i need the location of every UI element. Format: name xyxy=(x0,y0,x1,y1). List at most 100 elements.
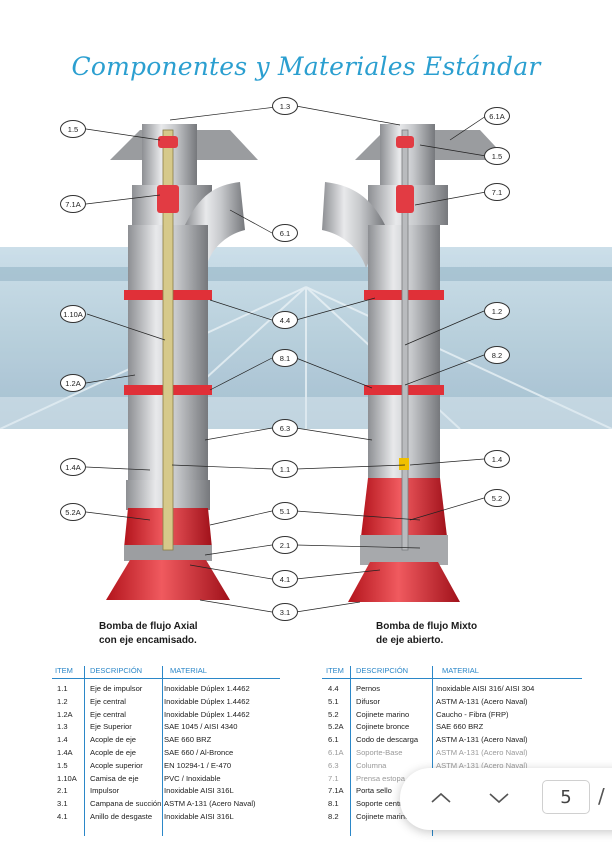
cell-desc: Eje de impulsor xyxy=(90,684,143,693)
callout-4-1: 4.1 xyxy=(272,570,298,588)
cell-item: 6.1 xyxy=(328,735,339,745)
previous-page-button[interactable] xyxy=(428,788,454,808)
cell-material: PVC / Inoxidable xyxy=(164,773,221,783)
cell-material: Inoxidable Dúplex 1.4462 xyxy=(164,696,250,706)
cell-material: ASTM A-131 (Acero Naval) xyxy=(436,760,528,770)
page-number-input[interactable]: 5 xyxy=(542,780,590,814)
header-description: DESCRIPCIÓN xyxy=(90,666,143,675)
page-separator: / xyxy=(598,784,605,808)
chevron-down-icon xyxy=(489,793,509,804)
background-photo-band xyxy=(0,247,612,429)
cell-desc: Cojinete bronce xyxy=(356,722,410,732)
cell-material: ASTM A-131 (Acero Naval) xyxy=(436,735,528,745)
cell-item: 1.5 xyxy=(57,760,68,770)
cell-desc: Columna xyxy=(356,760,387,770)
caption-axial-pump: Bomba de flujo Axial con eje encamisado. xyxy=(99,620,198,648)
table-row: 7.1 Prensa estopa xyxy=(322,774,612,786)
header-item: ITEM xyxy=(55,666,73,675)
cell-item: 6.3 xyxy=(328,760,339,770)
cell-desc: Difusor xyxy=(356,696,381,706)
cell-desc: Acople de eje xyxy=(90,735,137,745)
table-row: 1.10A Camisa de eje PVC / Inoxidable xyxy=(52,774,352,786)
header-description: DESCRIPCIÓN xyxy=(356,666,409,675)
callout-7-1a: 7.1A xyxy=(60,195,86,213)
callout-1-3: 1.3 xyxy=(272,97,298,115)
page-navigation: 5 / xyxy=(400,768,612,830)
callout-1-4: 1.4 xyxy=(484,450,510,468)
cell-desc: Soporte centr... xyxy=(356,799,408,809)
cell-item: 1.4A xyxy=(57,748,73,757)
cell-material: SAE 660 BRZ xyxy=(164,735,212,745)
table-row: 2.1 Impulsor Inoxidable AISI 316L xyxy=(52,786,352,798)
page-title: Componentes y Materiales Estándar xyxy=(71,52,541,81)
callout-1-2: 1.2 xyxy=(484,302,510,320)
callout-6-1: 6.1 xyxy=(272,224,298,242)
cell-desc: Acople de eje xyxy=(90,748,137,757)
cell-item: 4.1 xyxy=(57,812,68,821)
callout-7-1: 7.1 xyxy=(484,183,510,201)
caption-mixed-line2: de eje abierto. xyxy=(376,635,444,646)
table-row: 6.3 Columna ASTM A-131 (Acero Naval) xyxy=(322,761,612,773)
callout-3-1: 3.1 xyxy=(272,603,298,621)
header-material: MATERIAL xyxy=(170,666,207,675)
callout-2-1: 2.1 xyxy=(272,536,298,554)
cell-material: SAE 1045 / AISI 4340 xyxy=(164,722,238,732)
pool-perspective-lines xyxy=(0,267,612,429)
table-row: 8.2 Cojinete marino xyxy=(322,812,612,824)
axial-flow-pump xyxy=(106,124,258,600)
cell-material: SAE 660 BRZ xyxy=(436,722,484,732)
column-divider xyxy=(84,666,85,836)
cell-item: 1.4 xyxy=(57,735,68,745)
mixed-flow-pump xyxy=(322,124,508,602)
cell-item: 8.2 xyxy=(328,812,339,821)
table-row: 1.2 Eje central Inoxidable Dúplex 1.4462 xyxy=(52,697,352,709)
callout-6-1a: 6.1A xyxy=(484,107,510,125)
cell-item: 2.1 xyxy=(57,786,68,796)
column-divider xyxy=(162,666,163,836)
cell-desc: Impulsor xyxy=(90,786,120,796)
cell-desc: Campana de succión xyxy=(90,799,162,809)
cell-desc: Soporte-Base xyxy=(356,748,403,757)
cell-desc: Cojinete marino xyxy=(356,812,410,821)
cell-desc: Porta sello xyxy=(356,786,392,796)
cell-item: 1.10A xyxy=(57,773,77,783)
header-divider xyxy=(52,678,280,679)
callout-5-2: 5.2 xyxy=(484,489,510,507)
cell-item: 4.4 xyxy=(328,684,339,693)
callout-1-5-right: 1.5 xyxy=(484,147,510,165)
column-divider xyxy=(350,666,351,836)
cell-item: 1.2 xyxy=(57,696,68,706)
caption-axial-line2: con eje encamisado. xyxy=(99,635,197,646)
cell-desc: Eje central xyxy=(90,709,126,719)
cell-desc: Eje central xyxy=(90,696,126,706)
cell-material: Inoxidable AISI 316/ AISI 304 xyxy=(436,684,535,693)
cell-material: ASTM A-131 (Acero Naval) xyxy=(164,799,256,809)
cell-item: 7.1 xyxy=(328,773,339,783)
cell-desc: Prensa estopa xyxy=(356,773,405,783)
callout-5-2a: 5.2A xyxy=(60,503,86,521)
cell-material: Inoxidable AISI 316L xyxy=(164,786,234,796)
cell-item: 6.1A xyxy=(328,748,344,757)
cell-desc: Camisa de eje xyxy=(90,773,139,783)
next-page-button[interactable] xyxy=(486,788,512,808)
header-material: MATERIAL xyxy=(442,666,479,675)
cell-desc: Acople superior xyxy=(90,760,143,770)
cell-material: Inoxidable AISI 316L xyxy=(164,812,234,821)
caption-axial-line1: Bomba de flujo Axial xyxy=(99,621,198,632)
callout-1-1: 1.1 xyxy=(272,460,298,478)
